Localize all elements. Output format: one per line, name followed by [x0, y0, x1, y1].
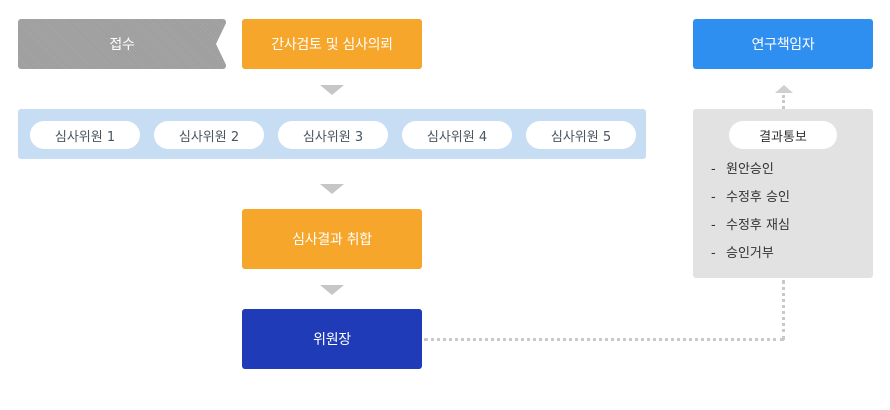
member-label: 심사위원 2 — [178, 129, 240, 145]
researcher-box: 연구책임자 — [693, 19, 873, 69]
arrow-down-icon — [320, 184, 344, 194]
list-dash: - — [711, 162, 716, 177]
connector-dotted-horizontal — [424, 338, 784, 341]
list-item-text: 승인거부 — [726, 246, 774, 261]
arrow-up-icon — [775, 85, 793, 93]
chair-box: 위원장 — [242, 309, 422, 369]
member-pill-2: 심사위원 2 — [154, 121, 264, 149]
result-notice-title: 결과통보 — [729, 121, 837, 149]
arrow-down-icon — [320, 285, 344, 295]
list-item-text: 원안승인 — [726, 162, 774, 177]
result-compile-box: 심사결과 취합 — [242, 209, 422, 269]
result-notice-panel: 결과통보 - 원안승인 - 수정후 승인 - 수정후 재심 - 승인거부 — [693, 109, 873, 278]
member-label: 심사위원 1 — [54, 129, 116, 145]
result-compile-label: 심사결과 취합 — [292, 232, 372, 248]
member-pill-3: 심사위원 3 — [278, 121, 388, 149]
list-item-text: 수정후 재심 — [726, 218, 790, 233]
connector-dotted-upper — [782, 95, 785, 109]
intake-box: 접수 — [18, 19, 226, 69]
member-pill-1: 심사위원 1 — [30, 121, 140, 149]
review-members-bar: 심사위원 1 심사위원 2 심사위원 3 심사위원 4 심사위원 5 — [18, 109, 646, 159]
result-options-list: - 원안승인 - 수정후 승인 - 수정후 재심 - 승인거부 — [711, 162, 790, 274]
member-label: 심사위원 5 — [550, 129, 612, 145]
list-item: - 수정후 재심 — [711, 218, 790, 246]
member-pill-4: 심사위원 4 — [402, 121, 512, 149]
list-dash: - — [711, 246, 716, 261]
chair-label: 위원장 — [313, 332, 351, 348]
member-pill-5: 심사위원 5 — [526, 121, 636, 149]
list-item: - 수정후 승인 — [711, 190, 790, 218]
list-item-text: 수정후 승인 — [726, 190, 790, 205]
intake-label: 접수 — [109, 37, 135, 53]
member-label: 심사위원 4 — [426, 129, 488, 145]
researcher-label: 연구책임자 — [751, 37, 815, 53]
list-dash: - — [711, 190, 716, 205]
member-label: 심사위원 3 — [302, 129, 364, 145]
list-item: - 원안승인 — [711, 162, 790, 190]
list-item: - 승인거부 — [711, 246, 790, 274]
connector-dotted-vertical — [782, 280, 785, 340]
arrow-down-icon — [320, 85, 344, 95]
review-request-box: 간사검토 및 심사의뢰 — [242, 19, 422, 69]
review-request-label: 간사검토 및 심사의뢰 — [271, 37, 393, 53]
list-dash: - — [711, 218, 716, 233]
result-notice-title-text: 결과통보 — [759, 129, 807, 145]
